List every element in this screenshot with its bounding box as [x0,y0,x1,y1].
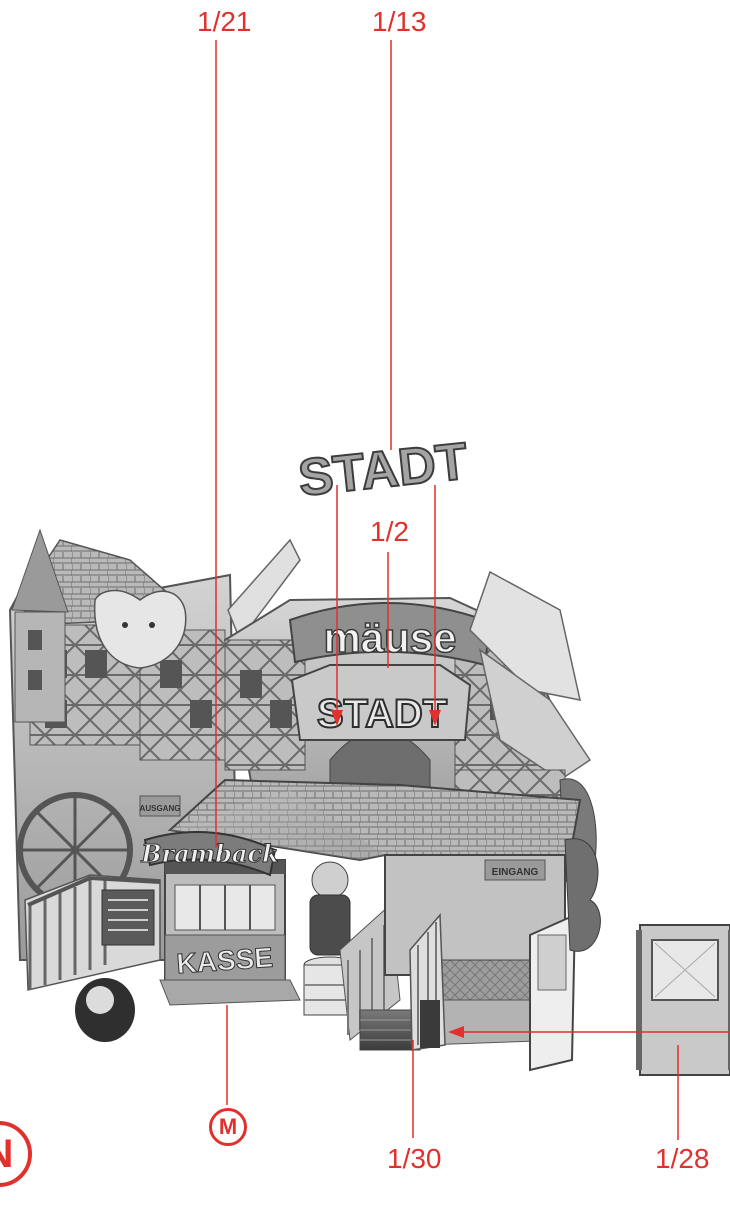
bramback-lettering: Bramback [140,839,278,868]
railing-platform [25,875,160,1042]
eingang-lettering: EINGANG [492,867,539,878]
callout-label-1-13: 1/13 [372,8,427,36]
ausgang-lettering: AUSGANG [140,804,181,813]
marker-m: M [209,1108,247,1146]
stadt-top-lettering: STADT [296,432,471,507]
callout-label-1-30: 1/30 [387,1145,442,1173]
callout-label-1-21: 1/21 [197,8,252,36]
ticket-booth: KASSE Bramback [140,832,300,1005]
maeuse-lettering: mäuse [323,614,456,661]
separate-gate-part [636,925,730,1075]
callout-label-1-28: 1/28 [655,1145,710,1173]
callout-label-1-2: 1/2 [370,518,409,546]
entrance-platform: EINGANG [385,839,600,1070]
ausgang-sign: AUSGANG [140,796,181,816]
stadt-floating-letters: STADT [296,432,471,507]
